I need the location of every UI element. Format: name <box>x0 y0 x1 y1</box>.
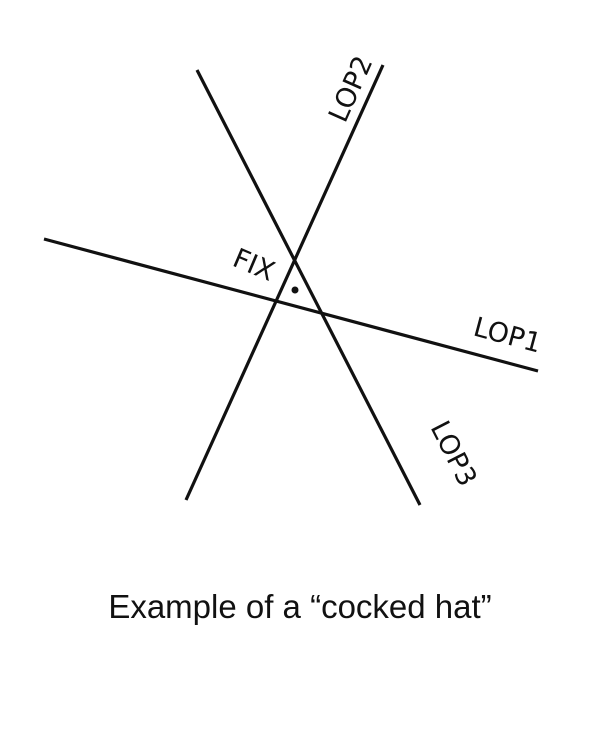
lop3-label: LOP3 <box>424 416 483 491</box>
fix-point <box>291 286 299 294</box>
fix-label: FIX <box>228 243 279 288</box>
lop2-line <box>184 64 385 501</box>
lop1-label: LOP1 <box>470 312 544 360</box>
lop1-line <box>43 237 539 373</box>
lop3-line <box>195 69 422 506</box>
figure-caption: Example of a “cocked hat” <box>108 588 492 625</box>
cocked-hat-diagram: LOP1 LOP2 LOP3 FIX <box>43 51 545 506</box>
